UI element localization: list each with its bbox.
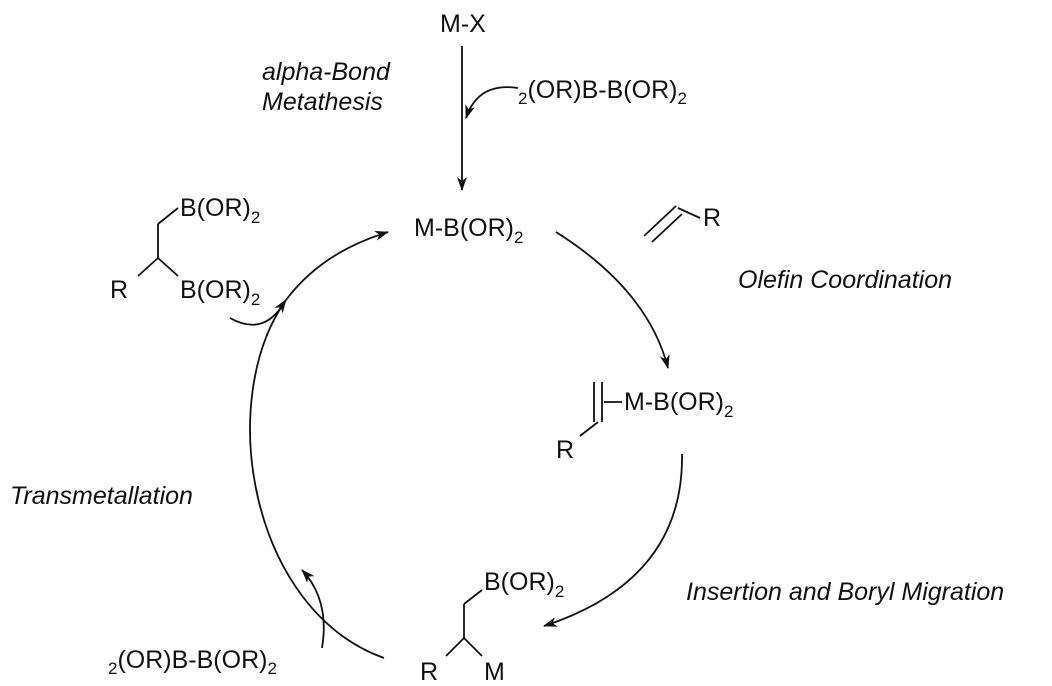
step-label-transmetallation: Transmetallation — [10, 482, 193, 510]
alkyl-r-label: R — [420, 658, 438, 686]
diboron-reagent-bottom: 2(OR)B-B(OR)2 — [108, 646, 277, 678]
olefin-complex-r-label: R — [556, 436, 574, 464]
diboron-in-arrow-bottom — [301, 569, 325, 649]
step-label-sigma-bond-line2: Metathesis — [262, 88, 383, 116]
metal-halide-label: M-X — [440, 10, 486, 38]
diboron-reagent-top: 2(OR)B-B(OR)2 — [518, 76, 687, 108]
diboron-in-arrow-top — [465, 86, 519, 119]
metal-boryl-species: M-B(OR)2 — [414, 214, 523, 247]
product-structure — [137, 207, 179, 277]
alkyl-metal-label: M — [484, 658, 505, 686]
cycle-arrow-coordination — [555, 231, 670, 369]
olefin-structure — [643, 205, 701, 243]
cycle-arrow-insertion — [543, 453, 683, 627]
product-boryl-1: B(OR)2 — [180, 194, 260, 227]
product-r-label: R — [110, 276, 128, 304]
olefin-complex-metal-boryl: M-B(OR)2 — [624, 388, 733, 421]
alkyl-metal-structure — [445, 589, 483, 657]
cycle-arrow-transmetallation-upper — [285, 230, 389, 301]
step-label-olefin-coordination: Olefin Coordination — [738, 266, 952, 294]
product-boryl-2: B(OR)2 — [180, 276, 260, 309]
olefin-complex-structure — [579, 382, 622, 437]
step-label-sigma-bond-line1: alpha-Bond — [262, 58, 391, 86]
alkyl-boryl-label: B(OR)2 — [484, 568, 564, 601]
step-label-insertion-boryl-migration: Insertion and Boryl Migration — [686, 578, 1004, 606]
olefin-r-label: R — [703, 204, 721, 232]
cycle-arrow-transmetallation-lower — [249, 299, 385, 659]
product-release-arrow — [229, 305, 283, 326]
